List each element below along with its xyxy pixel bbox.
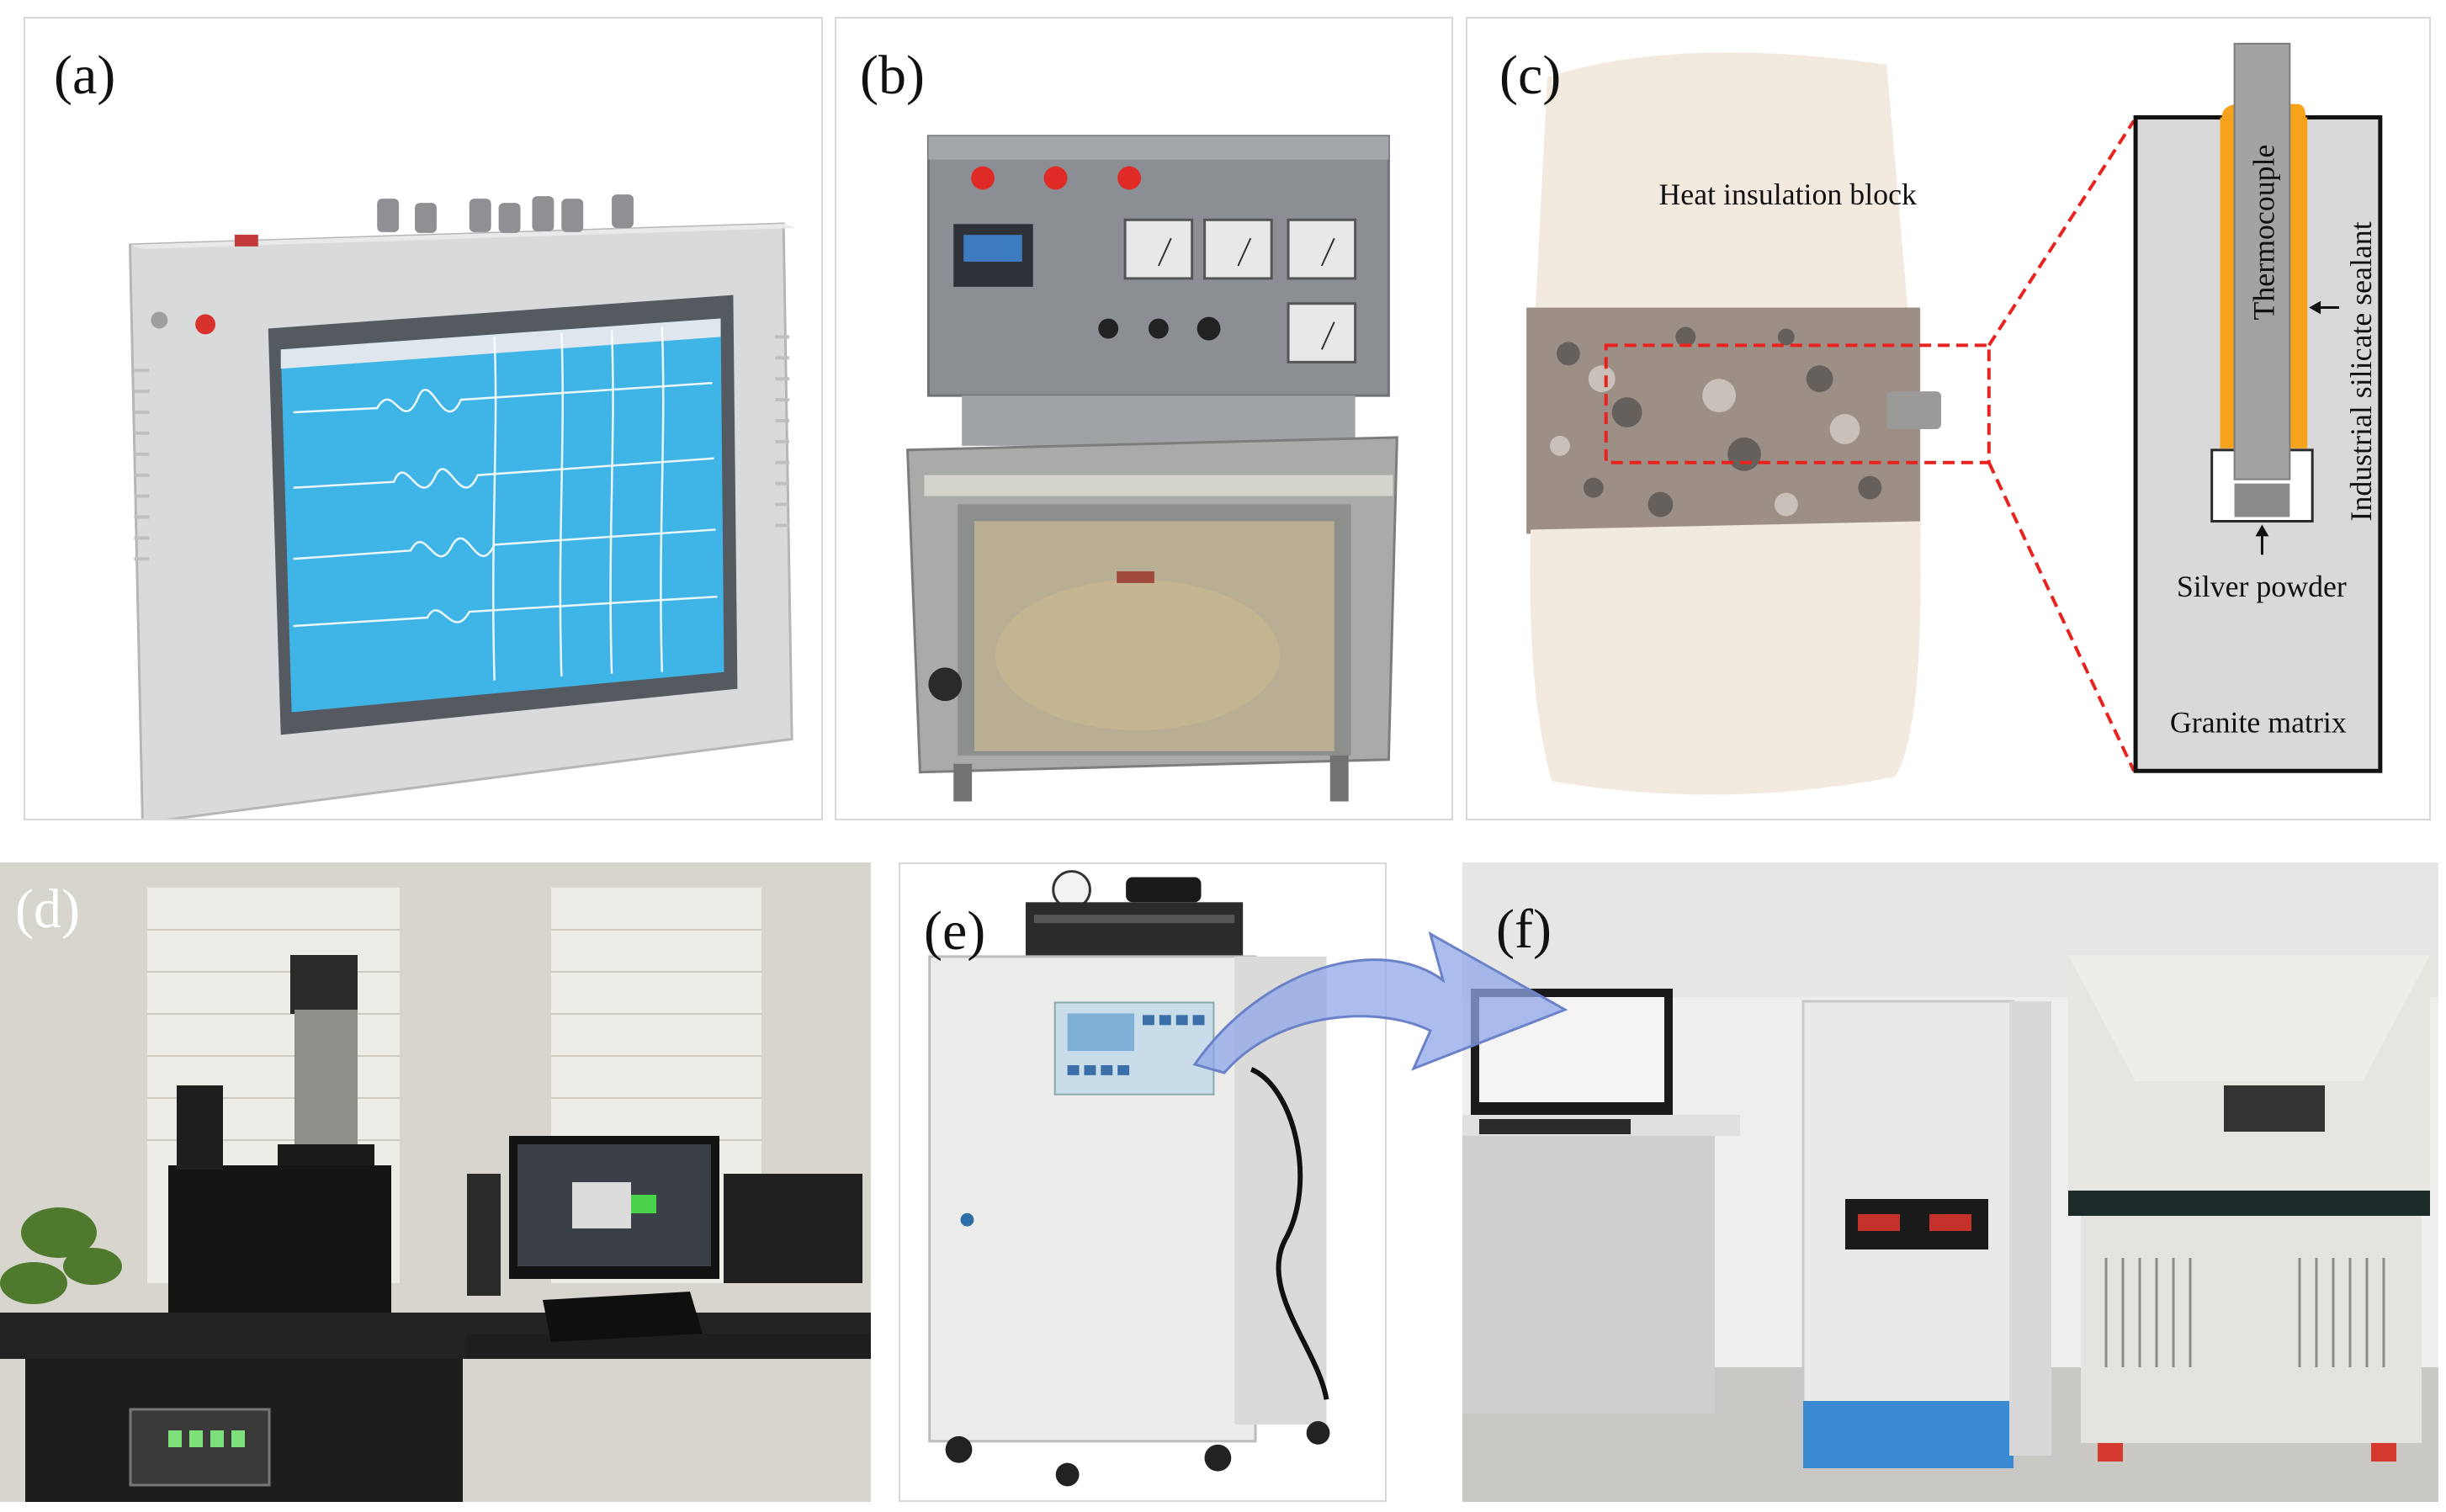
connector — [234, 234, 258, 247]
panel-f-photo — [1462, 862, 2438, 1502]
panel-d-label: (d) — [15, 878, 80, 940]
sealant-label: Industrial silicate sealant — [2344, 221, 2378, 521]
connector — [377, 199, 400, 232]
panel-d: (d) — [0, 862, 871, 1502]
panel-b-photo — [905, 135, 1398, 802]
screen — [280, 318, 724, 713]
panel-c: (c) Heat insu — [1466, 17, 2431, 820]
indicator-light — [195, 314, 216, 335]
panel-a-photo — [128, 194, 797, 819]
red-button — [971, 166, 995, 190]
panel-a: (a) — [24, 17, 823, 820]
cabinet-base — [2081, 1216, 2422, 1443]
gauge — [1287, 302, 1357, 363]
insulation-label: Heat insulation block — [1658, 178, 1917, 211]
connector — [532, 196, 554, 231]
gauge — [1287, 218, 1357, 280]
connector — [415, 203, 437, 233]
knob — [151, 311, 168, 329]
sem-column — [290, 955, 358, 1014]
panel-d-photo — [0, 862, 871, 1502]
connector — [498, 203, 521, 233]
thermocouple-connector — [1886, 391, 1942, 429]
panel-b-label: (b) — [860, 45, 925, 106]
panel-f-label: (f) — [1496, 899, 1552, 960]
red-button — [1043, 166, 1068, 190]
thermocouple-label: Thermocouple — [2247, 145, 2280, 321]
panel-b: (b) — [835, 17, 1453, 820]
panel-c-label: (c) — [1499, 45, 1562, 106]
selection-box — [1604, 343, 1991, 464]
panel-c-figure: Heat insulation block Thermocouple Indus… — [1526, 42, 2383, 795]
gauge — [1123, 218, 1194, 280]
panel-e: (e) — [899, 862, 1387, 1502]
silver-powder-label: Silver powder — [2177, 570, 2347, 603]
granite-matrix-label: Granite matrix — [2170, 705, 2347, 739]
connector — [469, 199, 491, 232]
panel-a-label: (a) — [54, 45, 116, 106]
knob — [1148, 318, 1169, 339]
thermocouple-rod — [2233, 42, 2291, 480]
red-button — [1117, 166, 1142, 190]
gauge — [1203, 218, 1273, 280]
door-handle — [928, 667, 963, 702]
panel-e-label: (e) — [924, 900, 986, 962]
lock — [960, 1212, 974, 1227]
knob — [1098, 318, 1119, 339]
granite-sample — [1526, 307, 1921, 534]
connector — [612, 194, 634, 228]
panel-f: (f) — [1462, 862, 2438, 1502]
knob — [1196, 316, 1221, 341]
connector — [561, 199, 584, 232]
